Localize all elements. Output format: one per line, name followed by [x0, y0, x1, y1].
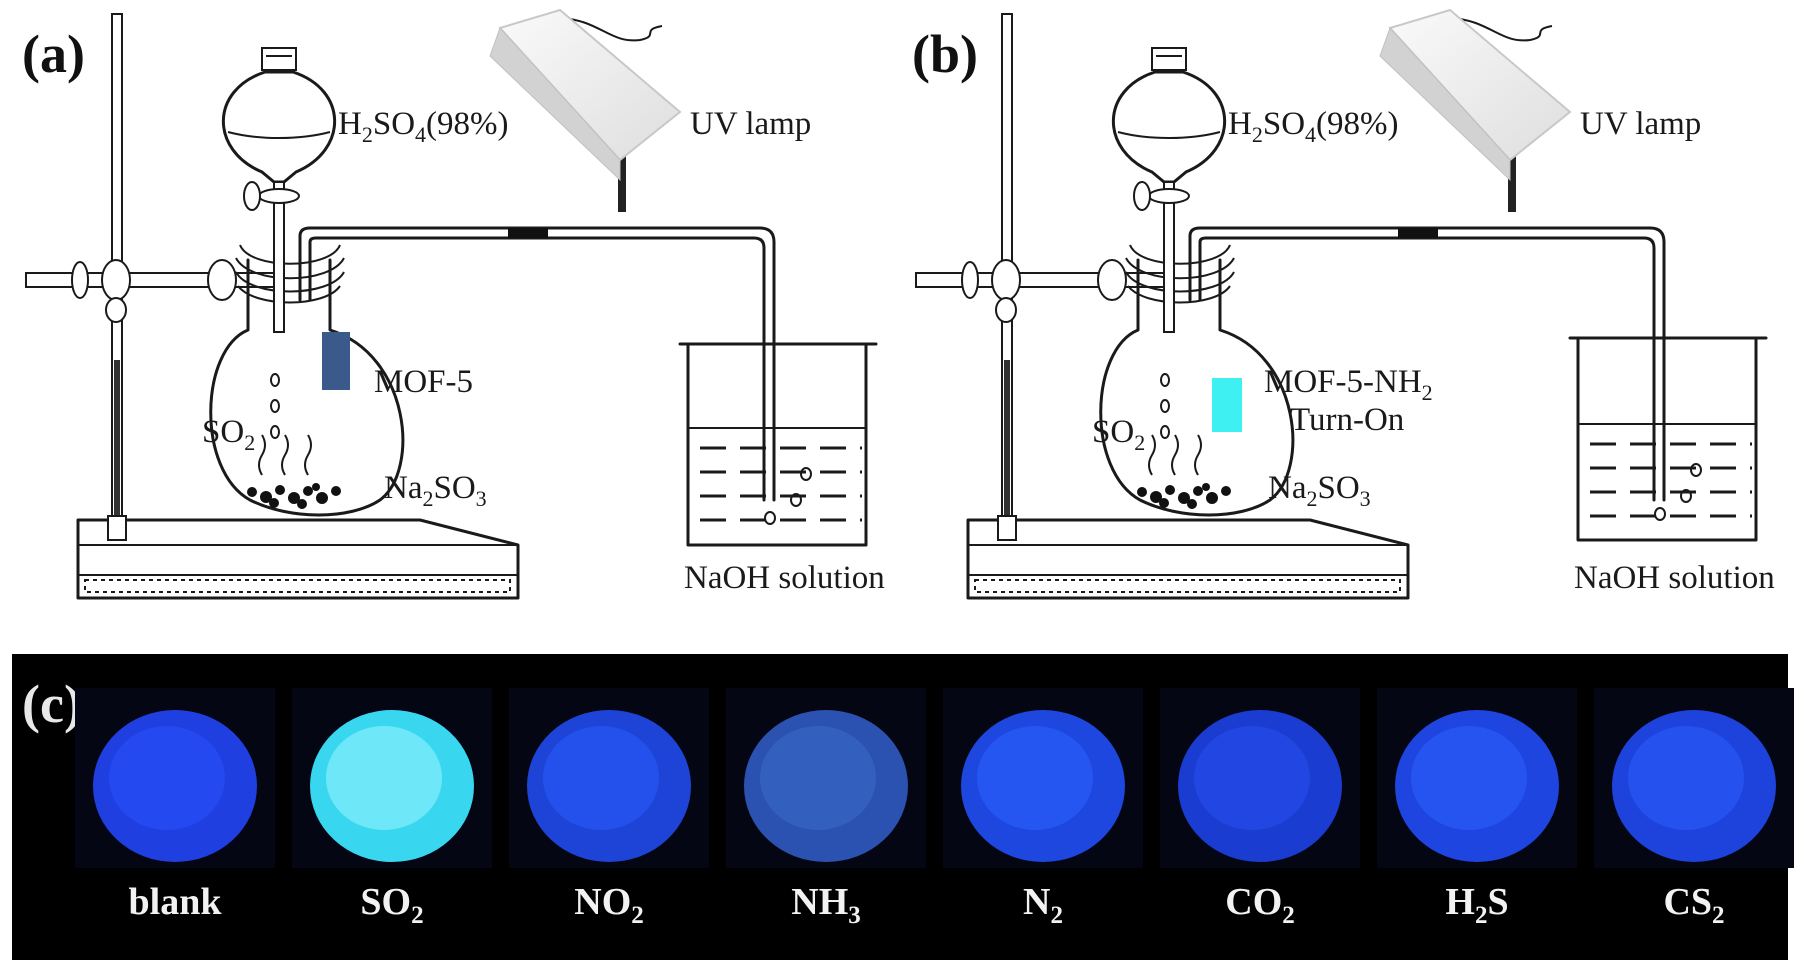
panel-c-label: (c) — [22, 674, 82, 734]
sample-3: NO2 — [509, 688, 709, 929]
sample-5: N2 — [943, 688, 1143, 929]
panel-a: (a) — [22, 8, 885, 600]
vapor-lines — [258, 434, 312, 476]
spot-highlight — [543, 726, 659, 830]
uv-lamp — [489, 8, 682, 212]
film-label: MOF-5-NH2 — [1264, 364, 1433, 405]
stand-base — [966, 518, 1410, 600]
acid-label: H2SO4(98%) — [338, 106, 509, 147]
mof-film — [322, 332, 350, 390]
film-state-label: Turn-On — [1290, 402, 1404, 438]
acid-label: H2SO4(98%) — [1228, 106, 1399, 147]
sample-6: CO2 — [1160, 688, 1360, 929]
mof-film — [1212, 378, 1242, 432]
spot-highlight — [1411, 726, 1527, 830]
sample-label: H2S — [1445, 881, 1508, 929]
round-bottom-flask — [1099, 244, 1295, 517]
salt-particles — [247, 483, 341, 509]
sample-label: CS2 — [1663, 881, 1724, 929]
panel-b: (b) — [912, 8, 1775, 600]
sample-label: SO2 — [360, 881, 423, 929]
clamp-arm — [915, 259, 1167, 323]
clamp-arm — [25, 259, 277, 323]
beaker — [678, 342, 878, 547]
spot-highlight — [977, 726, 1093, 830]
panel-a-label: (a) — [22, 24, 85, 84]
panel-b-label: (b) — [912, 24, 978, 84]
beaker-label: NaOH solution — [1574, 560, 1775, 596]
dropping-funnel — [221, 47, 337, 333]
sample-2: SO2 — [292, 688, 492, 929]
film-label: MOF-5 — [374, 364, 473, 400]
salt-particles — [1137, 483, 1231, 509]
spot-highlight — [760, 726, 876, 830]
delivery-tube — [298, 226, 776, 502]
gas-label: SO2 — [1092, 414, 1145, 455]
vapor-lines — [1148, 434, 1202, 476]
delivery-tube — [1188, 226, 1666, 502]
spot-highlight — [109, 726, 225, 830]
stand-base — [76, 518, 520, 600]
gas-bubbles — [1160, 373, 1170, 439]
sample-label: N2 — [1023, 881, 1063, 929]
gas-label: SO2 — [202, 414, 255, 455]
spot-highlight — [326, 726, 442, 830]
sample-label: NH3 — [791, 881, 861, 929]
salt-label: Na2SO3 — [384, 470, 487, 511]
spot-highlight — [1194, 726, 1310, 830]
uv-lamp-label: UV lamp — [1580, 106, 1701, 142]
sample-4: NH3 — [726, 688, 926, 929]
spot-highlight — [1628, 726, 1744, 830]
sample-8: CS2 — [1594, 688, 1794, 929]
sample-row: blank SO2 NO2 NH3 N2 CO2 H2S CS2 — [75, 688, 1794, 929]
sample-label: blank — [129, 881, 223, 923]
uv-lamp — [1379, 8, 1572, 212]
sample-1: blank — [75, 688, 275, 923]
sample-label: CO2 — [1225, 881, 1295, 929]
salt-label: Na2SO3 — [1268, 470, 1371, 511]
beaker-label: NaOH solution — [684, 560, 885, 596]
dropping-funnel — [1111, 47, 1227, 333]
sample-label: NO2 — [574, 881, 644, 929]
uv-lamp-label: UV lamp — [690, 106, 811, 142]
gas-bubbles — [270, 373, 280, 439]
round-bottom-flask — [209, 244, 405, 517]
sample-7: H2S — [1377, 688, 1577, 929]
beaker — [1568, 336, 1768, 542]
panel-c: (c) blank SO2 NO2 NH3 N2 CO2 H2S CS2 — [12, 654, 1794, 960]
